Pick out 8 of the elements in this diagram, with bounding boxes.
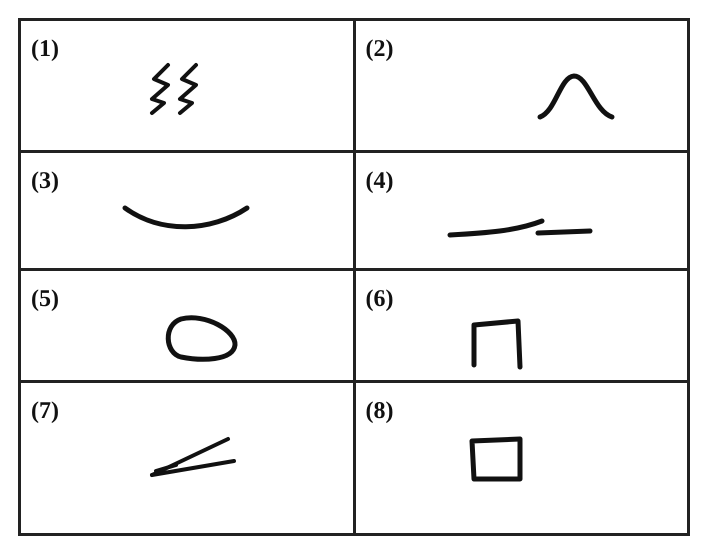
cell-number: (8) [366,397,394,426]
cell-number: (4) [366,167,394,196]
cell-number: (5) [31,285,59,314]
cell-number: (1) [31,35,59,64]
cell-number: (3) [31,167,59,196]
cell-number: (2) [366,35,394,64]
cell-number: (6) [366,285,394,314]
cell-number: (7) [31,397,59,426]
